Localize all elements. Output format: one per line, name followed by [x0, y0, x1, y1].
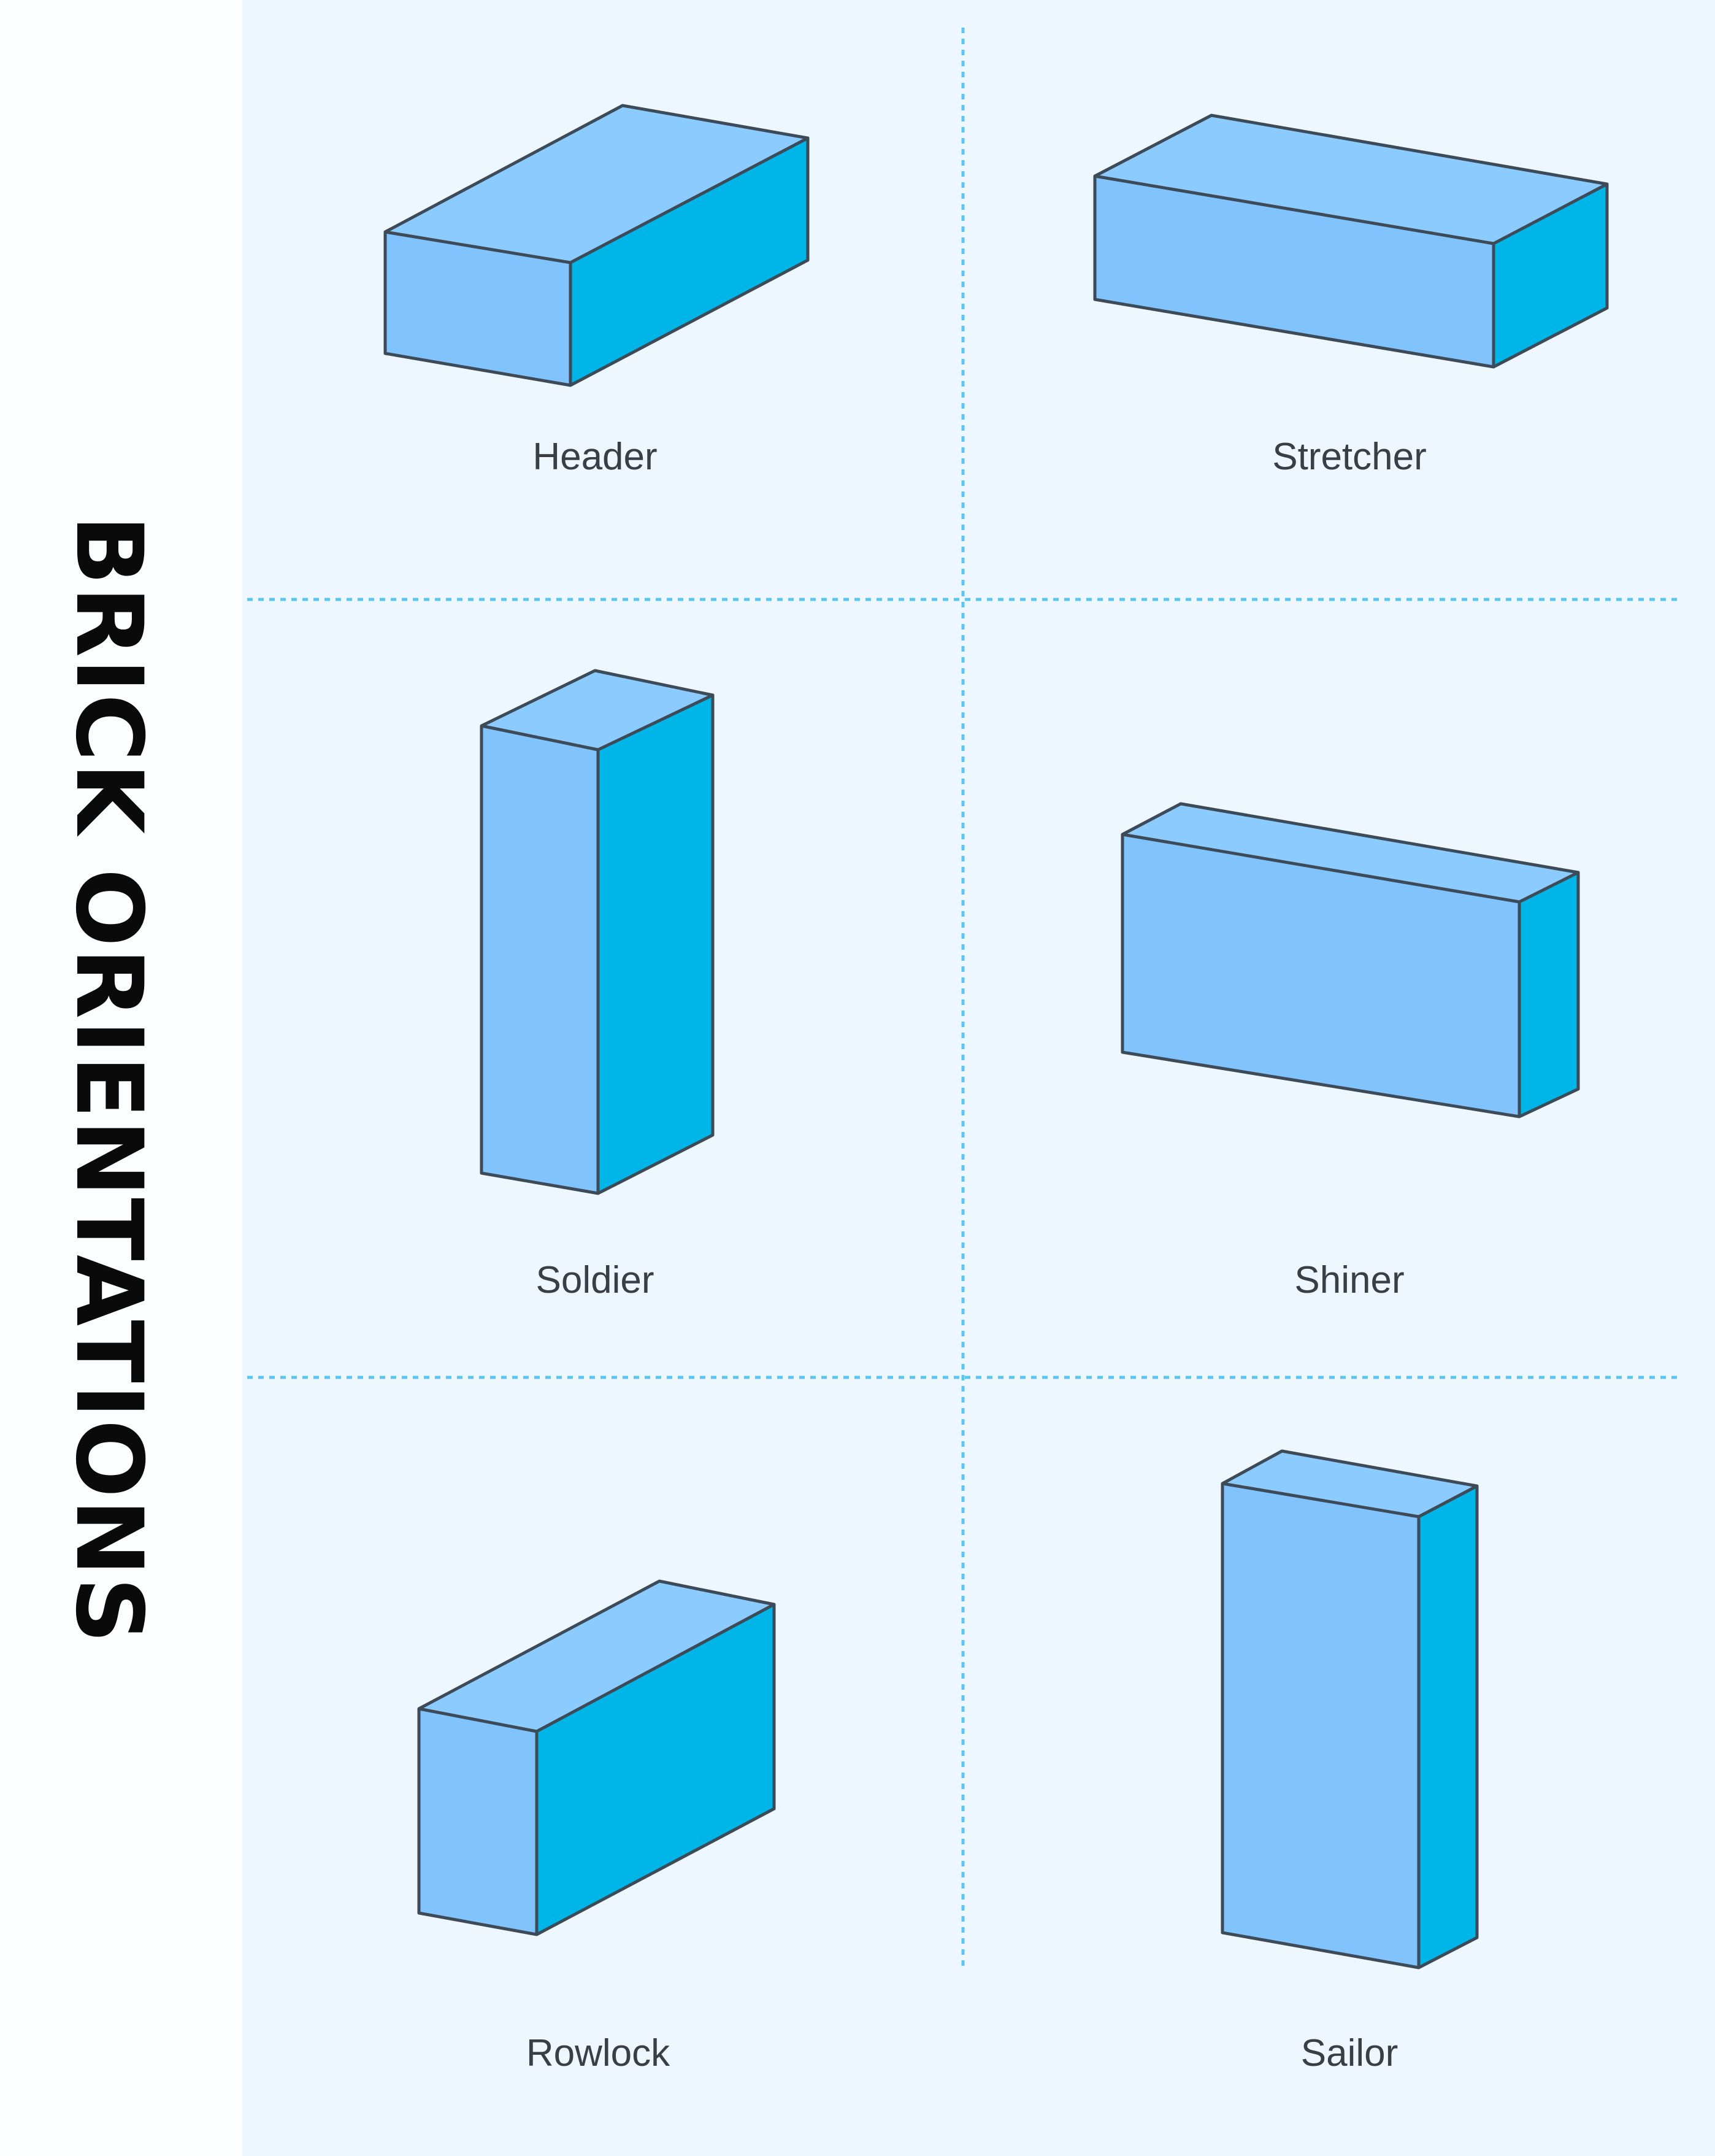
- rowlock-brick-top-face: [419, 1581, 774, 1731]
- header-brick-front-face: [385, 232, 570, 385]
- header-brick-outline: [383, 104, 810, 387]
- shiner-brick-outline: [1121, 802, 1580, 1118]
- soldier-brick-outline: [480, 669, 715, 1195]
- stretcher-brick-top-face: [1095, 115, 1607, 244]
- soldier-brick: [480, 669, 715, 1195]
- stretcher-brick-front-face: [1095, 176, 1494, 367]
- sailor-brick-outline: [1221, 1449, 1479, 1969]
- label-header: Header: [532, 436, 657, 478]
- title-strip: [0, 0, 242, 2156]
- label-soldier: Soldier: [536, 1259, 654, 1301]
- rowlock-brick: [417, 1579, 776, 1936]
- sailor-brick-top-face: [1222, 1451, 1477, 1517]
- soldier-brick-side-face: [598, 695, 713, 1193]
- header-brick: [383, 104, 810, 387]
- stretcher-brick: [1093, 114, 1609, 369]
- label-stretcher: Stretcher: [1272, 436, 1427, 478]
- shiner-brick-side-face: [1519, 872, 1578, 1117]
- sailor-brick-side-face: [1419, 1486, 1477, 1968]
- soldier-brick-front-face: [482, 726, 598, 1193]
- label-sailor: Sailor: [1301, 2032, 1398, 2074]
- label-shiner: Shiner: [1294, 1259, 1404, 1301]
- sailor-brick-front-face: [1222, 1484, 1419, 1968]
- sailor-brick: [1221, 1449, 1479, 1969]
- rowlock-brick-side-face: [537, 1604, 774, 1935]
- stretcher-brick-outline: [1093, 114, 1609, 369]
- header-brick-side-face: [570, 138, 808, 385]
- rowlock-brick-front-face: [419, 1709, 537, 1935]
- shiner-brick: [1121, 802, 1580, 1118]
- header-brick-top-face: [385, 106, 808, 263]
- label-rowlock: Rowlock: [526, 2032, 670, 2074]
- rowlock-brick-outline: [417, 1579, 776, 1936]
- soldier-brick-top-face: [482, 671, 713, 750]
- shiner-brick-top-face: [1122, 804, 1578, 902]
- shiner-brick-front-face: [1122, 834, 1519, 1117]
